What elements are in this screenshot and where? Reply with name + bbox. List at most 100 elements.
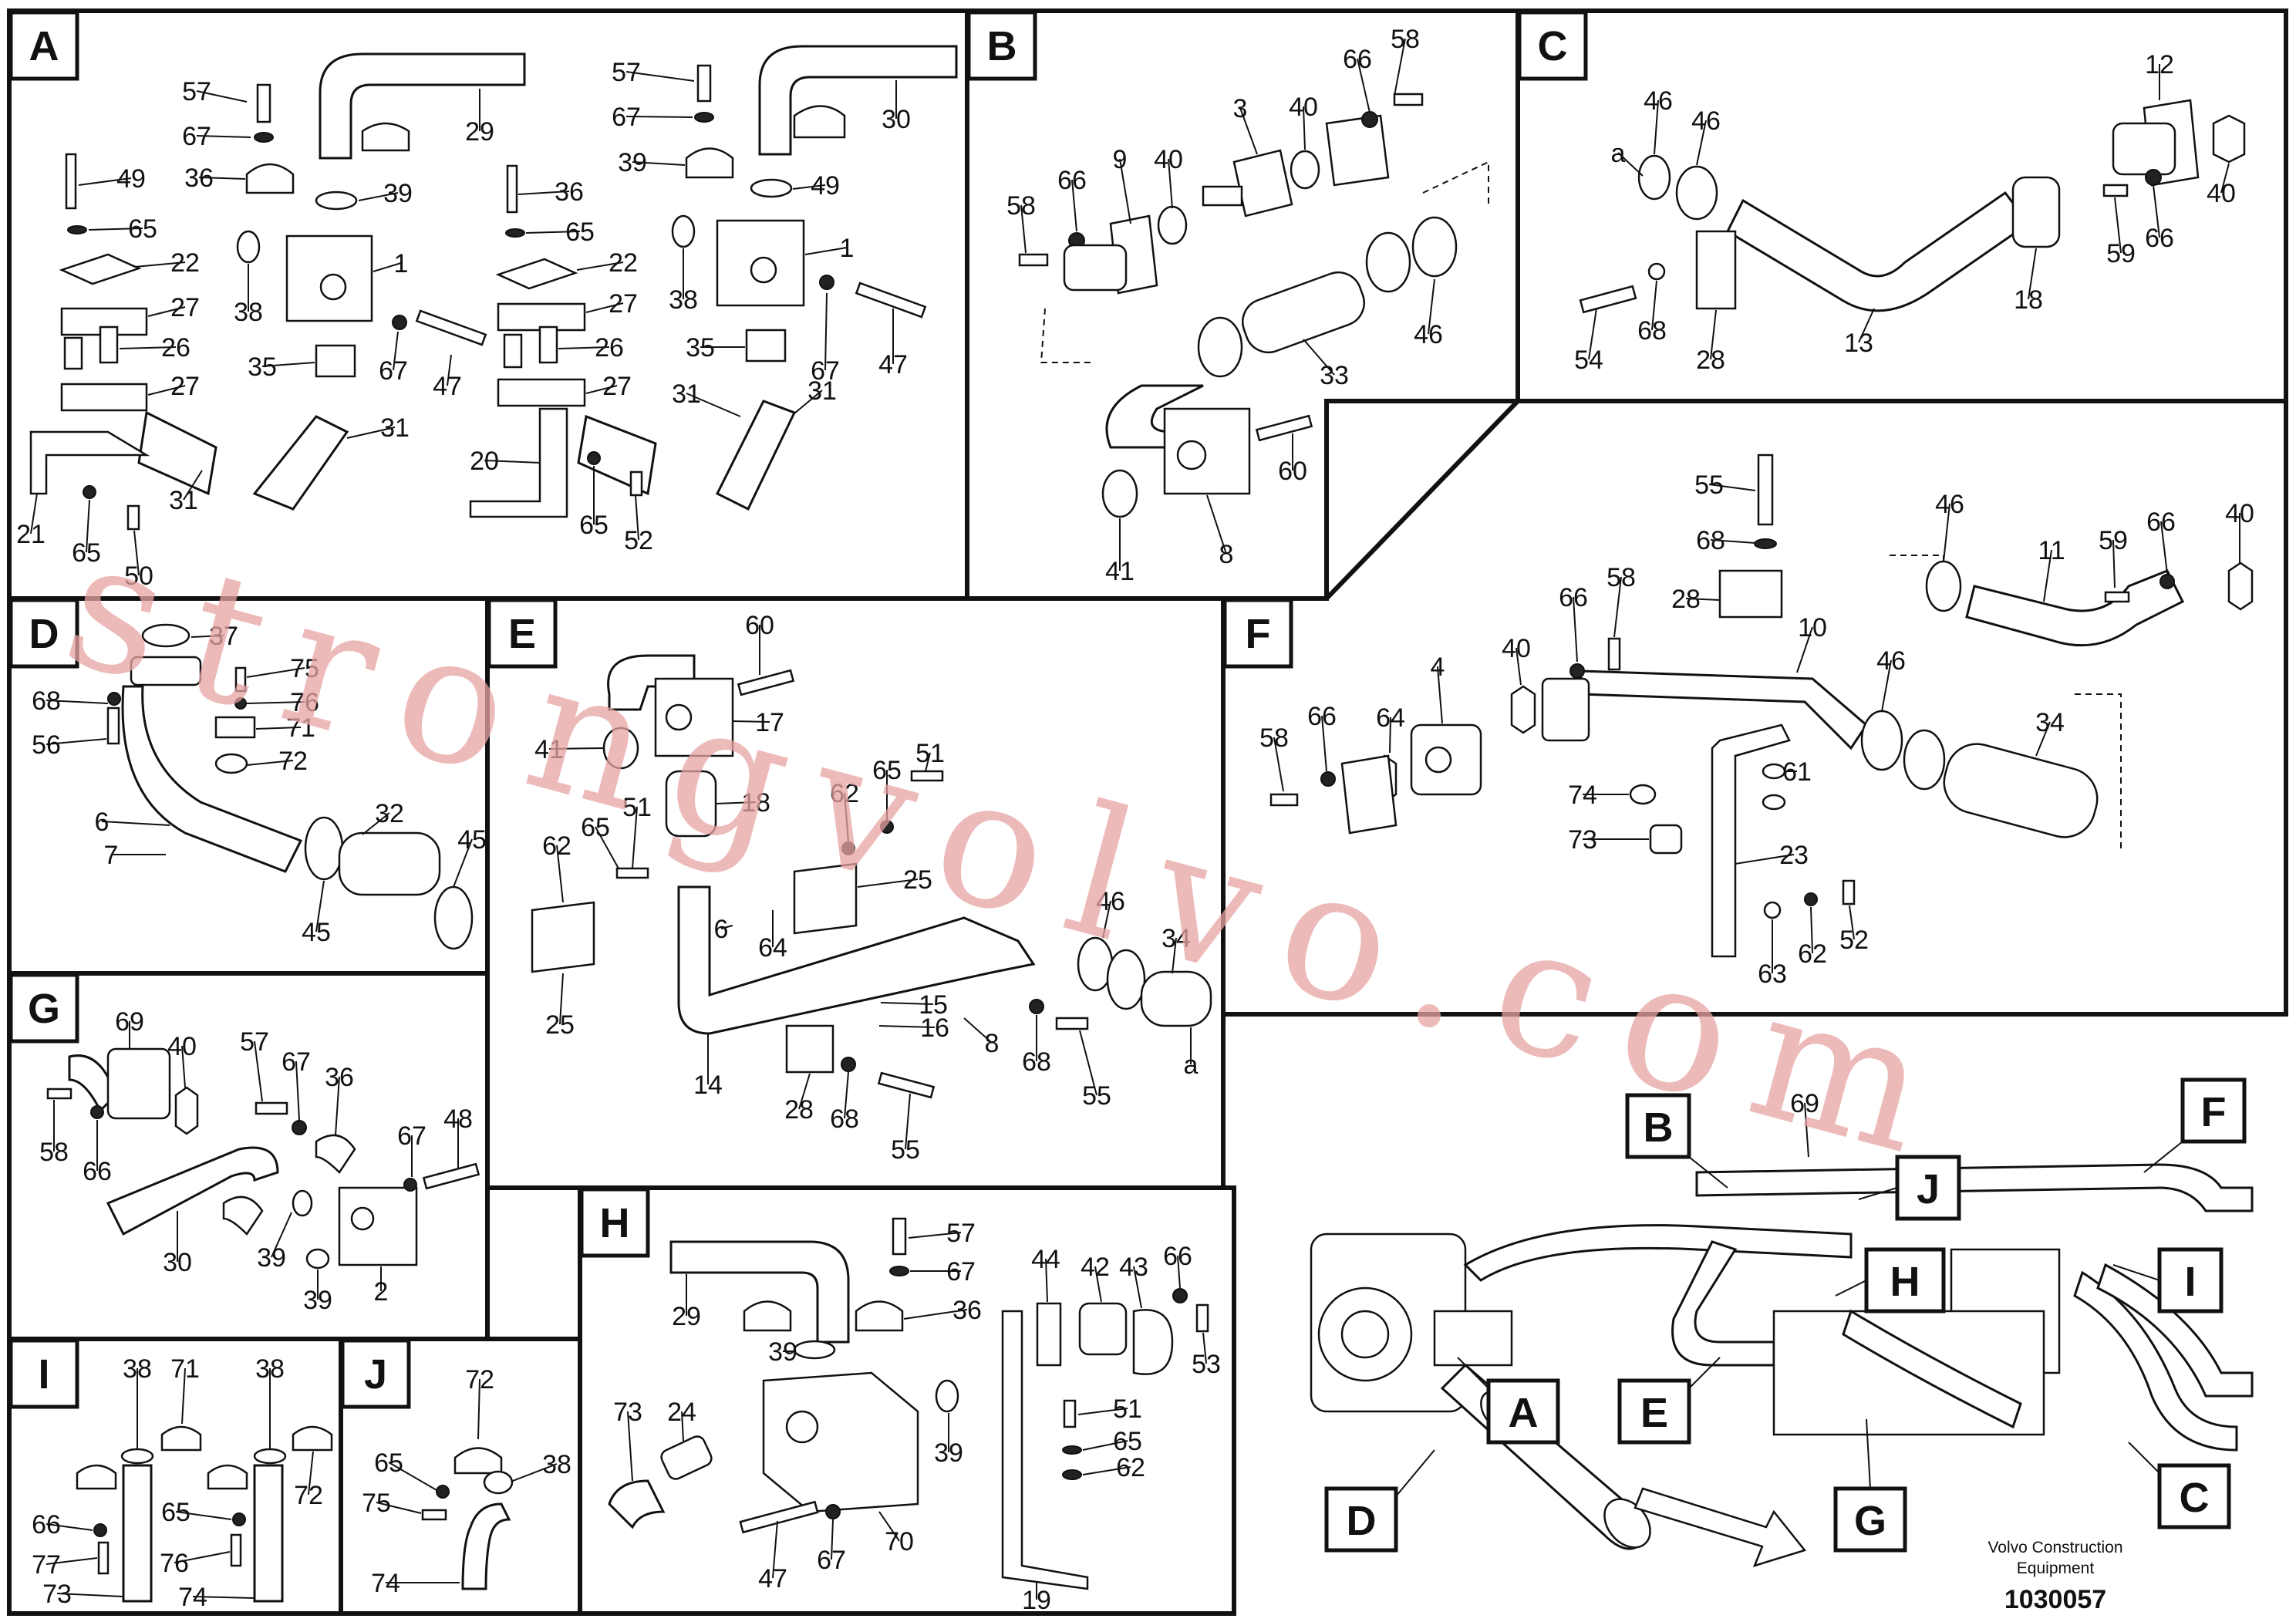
part-label-d-2-leader	[246, 701, 305, 704]
part-label-g-1-leader	[181, 1045, 186, 1088]
part-label-e-17-leader	[878, 1025, 936, 1028]
bolt-56	[106, 706, 120, 745]
part-label-a-14-leader	[393, 331, 399, 371]
oring-39d	[305, 1248, 330, 1270]
part-label-f-9-leader	[1613, 576, 1622, 638]
bolt-58d	[1269, 793, 1299, 807]
part-label-h-9-leader	[1202, 1332, 1207, 1364]
part-label-f-11-leader	[1515, 647, 1522, 686]
clamp-46c	[1411, 216, 1458, 278]
part-label-b-0: 66	[1057, 166, 1087, 195]
callout-d: D	[1324, 1449, 1435, 1553]
block-2	[338, 1186, 418, 1266]
part-label-h-1: 67	[946, 1257, 976, 1286]
badge-b-letter: B	[987, 23, 1017, 69]
badge-h: H	[579, 1187, 650, 1258]
bolt-75b	[421, 1509, 447, 1521]
bolt-59b	[2104, 591, 2130, 603]
part-label-f-1: 68	[1696, 526, 1725, 555]
oring-40g	[174, 1086, 199, 1135]
part-label-f-7: 28	[1671, 585, 1701, 614]
part-label-a-16: 31	[380, 413, 410, 443]
part-label-b-5-leader	[1168, 158, 1173, 209]
part-label-a-22: 67	[612, 103, 641, 132]
part-label-i-9: 74	[178, 1583, 207, 1612]
washer-68b	[107, 692, 121, 706]
oring-39f	[935, 1379, 959, 1413]
part-label-f-1-leader	[1710, 539, 1756, 544]
part-label-f-24-leader	[1849, 905, 1855, 940]
tube-13	[1726, 191, 2031, 312]
part-label-b-4: 9	[1113, 145, 1128, 174]
hose-73	[608, 1479, 666, 1529]
bolt-57c	[255, 1101, 288, 1115]
part-label-f-3: 11	[2038, 536, 2065, 565]
clamp-27b	[60, 383, 148, 412]
part-label-e-20: 14	[693, 1071, 723, 1100]
direction-arrow	[1633, 1487, 1807, 1567]
callout-d-letter: D	[1347, 1498, 1377, 1544]
part-label-e-10: 25	[903, 865, 932, 895]
oring-38	[236, 230, 261, 264]
washer-66i	[93, 1523, 107, 1537]
part-label-f-24: 52	[1839, 926, 1869, 955]
part-label-a-33: 27	[602, 372, 632, 401]
badge-e: E	[487, 598, 558, 669]
oring-39c	[292, 1189, 313, 1217]
part-label-h-12: 62	[1116, 1453, 1145, 1482]
nut-64	[1762, 763, 1786, 780]
bracket-23	[1711, 723, 1791, 958]
part-label-e-23: 55	[1082, 1081, 1111, 1111]
overview-callouts: B F J H I A E D G C	[1324, 1077, 2247, 1553]
part-label-d-0-leader	[190, 635, 224, 638]
valve-block-a	[1433, 1310, 1513, 1367]
oring-37	[141, 623, 190, 648]
badge-g-letter: G	[28, 986, 60, 1032]
part-label-f-3-leader	[2043, 549, 2052, 602]
block-8-port	[1176, 440, 1207, 470]
part-label-e-12: 64	[758, 933, 787, 963]
bolt-55c	[1757, 454, 1774, 526]
part-label-g-6: 66	[83, 1157, 112, 1186]
part-label-h-19: 19	[1022, 1586, 1051, 1615]
part-label-a-0: 57	[182, 77, 211, 106]
part-label-a-0-leader	[196, 90, 248, 103]
part-label-e-18-leader	[963, 1017, 993, 1044]
part-label-d-5: 56	[32, 730, 61, 760]
part-label-b-9: 33	[1320, 361, 1349, 390]
frame-gh-join	[487, 1185, 582, 1339]
part-label-d-11-leader	[453, 838, 473, 888]
part-label-e-6-leader	[925, 752, 931, 772]
clamp-43	[1132, 1309, 1174, 1375]
clamp-27d	[497, 378, 586, 407]
plug-73	[1649, 824, 1683, 855]
clamp-46j	[1903, 729, 1946, 791]
part-label-a-4: 36	[184, 164, 214, 193]
callout-i: I	[2112, 1247, 2224, 1313]
panel-j-parts	[421, 1447, 514, 1590]
part-label-b-9-leader	[1303, 339, 1335, 376]
part-label-a-10: 27	[170, 293, 200, 322]
part-label-j-2: 38	[542, 1450, 571, 1479]
part-label-c-3: 12	[2145, 50, 2174, 79]
part-label-g-5: 58	[39, 1138, 69, 1167]
part-label-e-3: 18	[741, 788, 770, 818]
part-label-e-25: a	[1184, 1050, 1199, 1080]
bolt-47	[415, 309, 487, 346]
part-label-f-5: 66	[2146, 508, 2176, 537]
part-label-h-13: 39	[934, 1438, 963, 1468]
part-label-a-10-leader	[147, 306, 186, 317]
part-label-g-8: 48	[443, 1104, 473, 1134]
nipple-35b	[745, 329, 787, 363]
part-label-i-1: 71	[170, 1354, 200, 1384]
part-label-h-6-leader	[1133, 1266, 1142, 1309]
callout-e: E	[1617, 1357, 1721, 1445]
badge-j: J	[340, 1338, 411, 1409]
badge-f: F	[1222, 598, 1293, 669]
bracket-25a	[531, 901, 595, 973]
part-label-f-16: 64	[1376, 703, 1405, 733]
part-label-f-17: 34	[2035, 708, 2065, 737]
pump-hub	[1340, 1310, 1390, 1359]
part-label-b-1: 58	[1391, 25, 1420, 54]
part-label-h-9: 53	[1192, 1350, 1221, 1379]
